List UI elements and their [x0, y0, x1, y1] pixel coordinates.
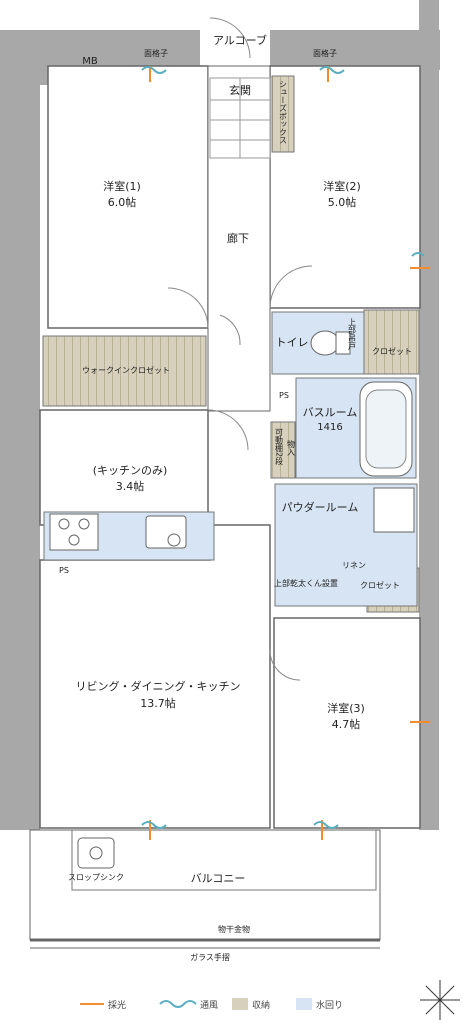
label-shoe-box: シューズボックス: [279, 80, 288, 144]
legend: 採光 通風 収納 水回り: [80, 998, 343, 1011]
label-alcove: アルコーブ: [213, 33, 267, 47]
label-room1-size: 6.0帖: [108, 196, 137, 209]
legend-ventilation: 通風: [200, 1000, 218, 1011]
balcony-outline: [29, 829, 381, 949]
kitchen-counter: [49, 513, 187, 551]
label-room3-size: 4.7帖: [332, 718, 361, 731]
label-grille-left: 面格子: [144, 48, 168, 58]
label-kitchen-size: 3.4帖: [116, 480, 145, 493]
label-room1-name: 洋室(1): [103, 179, 141, 193]
doors: [167, 17, 313, 681]
label-ps-bottom: PS: [59, 566, 69, 575]
label-linen: リネン: [342, 561, 366, 570]
label-ldk-size: 13.7帖: [140, 697, 176, 710]
bathtub: [359, 381, 413, 477]
label-walkin-closet: ウォークインクロゼット: [82, 365, 170, 375]
label-grille-right: 面格子: [313, 48, 337, 58]
label-laundry-hanger: 物干金物: [218, 924, 250, 934]
label-glass-railing: ガラス手摺: [190, 952, 230, 962]
label-closet-b: クロゼット: [360, 580, 400, 590]
ventilation-markers: [141, 66, 425, 829]
label-bath-size: 1416: [317, 422, 342, 433]
label-powder-room: パウダールーム: [282, 500, 359, 514]
room-labels: アルコーブ 面格子 面格子 MB 玄関 シューズボックス 廊下 洋室(1) 6.…: [59, 33, 412, 962]
label-room2-name: 洋室(2): [323, 179, 361, 193]
label-balcony: バルコニー: [191, 872, 246, 885]
label-room3-name: 洋室(3): [327, 701, 365, 715]
label-ldk-name: リビング・ダイニング・キッチン: [76, 679, 241, 693]
label-kitchen-name: (キッチンのみ): [93, 464, 168, 477]
washbasin: [373, 487, 415, 533]
legend-daylight: 採光: [108, 999, 126, 1011]
legend-wet-area: 水回り: [316, 999, 343, 1011]
label-toilet: トイレ: [276, 336, 309, 349]
entrance-floor: [209, 77, 271, 159]
label-mb: MB: [82, 56, 98, 67]
label-bathroom: バスルーム: [303, 406, 358, 419]
toilet-fixture: [310, 330, 351, 356]
label-hallway: 廊下: [227, 231, 249, 245]
label-movable-shelf: 可動棚2段: [275, 428, 284, 466]
label-storage-mono: 物入: [287, 439, 296, 456]
outer-walls: [0, 0, 440, 830]
label-room2-size: 5.0帖: [328, 196, 357, 209]
label-ps-top: PS: [279, 391, 289, 400]
room-areas: [39, 65, 421, 829]
legend-storage: 収納: [252, 999, 270, 1011]
label-upper-shelf: 上部吊戸: [348, 318, 357, 351]
label-entrance: 玄関: [229, 83, 251, 97]
compass-icon: [420, 980, 460, 1020]
label-closet-a: クロゼット: [372, 346, 412, 356]
slop-sink-fixture: [77, 837, 115, 869]
label-slop-sink: スロップシンク: [68, 873, 124, 882]
label-dryer-note: 上部乾太くん設置: [274, 578, 338, 588]
